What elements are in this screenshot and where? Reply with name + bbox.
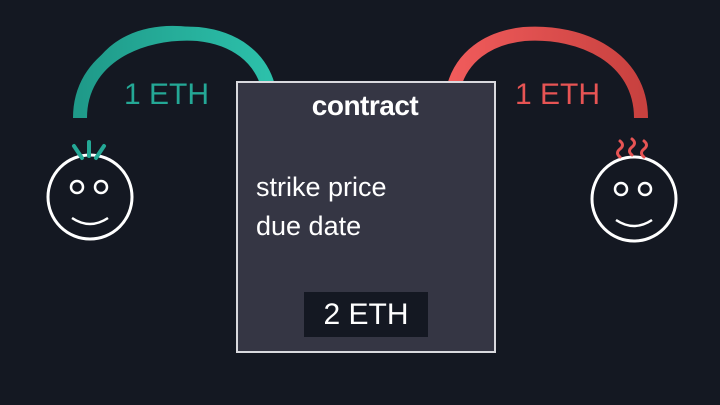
contract-title: contract: [311, 90, 419, 121]
right-person-smiley-icon: [590, 137, 678, 243]
left-person-smiley-icon: [46, 140, 134, 241]
contract-term-strike-price: strike price: [256, 172, 387, 202]
contract-term-due-date: due date: [256, 211, 362, 241]
contract-total-badge: 2 ETH: [304, 292, 428, 337]
contract-box: [236, 81, 496, 353]
spiky-hair-icon: [72, 140, 106, 160]
wavy-steam-icon: [616, 137, 648, 159]
left-party-amount: 1 ETH: [124, 78, 210, 111]
right-party-amount: 1 ETH: [515, 78, 601, 111]
